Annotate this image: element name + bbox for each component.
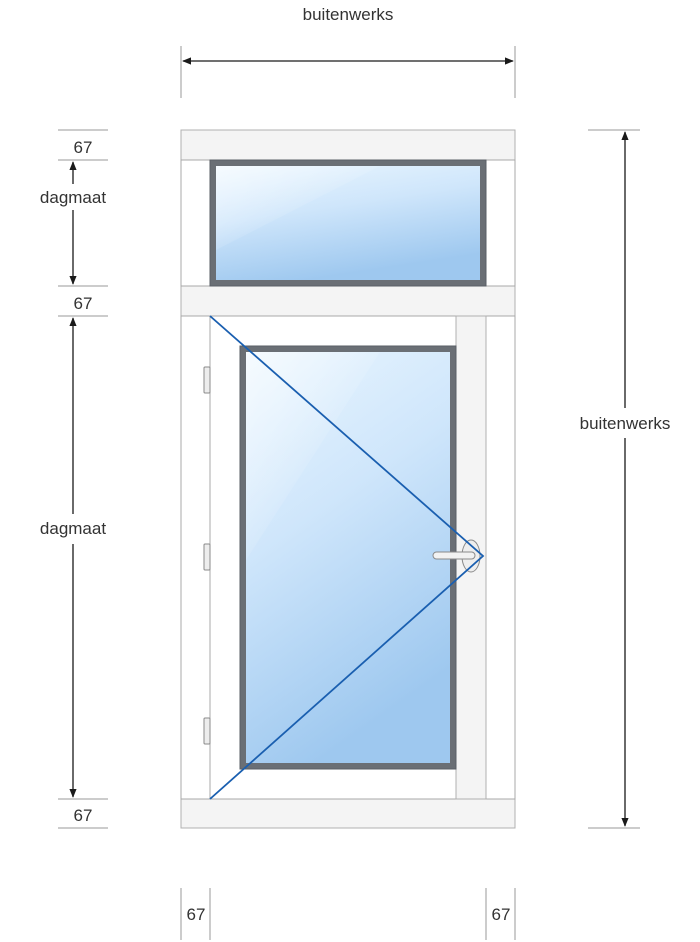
dimension-left-heights: 67 dagmaat 67 dagmaat 67: [26, 129, 122, 829]
top-daylight-label: dagmaat: [40, 188, 106, 207]
door-daylight-label-backdrop: [26, 514, 122, 542]
top-daylight-label-backdrop: [26, 184, 122, 210]
hinge-icon-top: [203, 366, 211, 394]
overall-height-label: buitenwerks: [580, 414, 671, 433]
handle-lever: [432, 551, 476, 560]
top-glass-reflection: [216, 166, 380, 250]
opening-direction-indicator: [209, 315, 485, 800]
transom-bar: [180, 285, 516, 317]
door-sash: [203, 315, 487, 800]
dimension-bottom-widths: 67 67: [180, 888, 516, 940]
right-stile: [485, 315, 516, 800]
transom-label: 67: [74, 294, 93, 313]
top-frame-label: 67: [74, 138, 93, 157]
left-frame-label: 67: [187, 905, 206, 924]
door-handle-icon: [432, 539, 481, 573]
bottom-rail: [180, 798, 516, 829]
dimension-overall-height: buitenwerks: [565, 129, 685, 829]
top-light-right-stile: [485, 159, 516, 287]
top-rail: [180, 129, 516, 161]
door-glass-reflection: [246, 352, 380, 560]
door-daylight-label: dagmaat: [40, 519, 106, 538]
bottom-frame-label: 67: [74, 806, 93, 825]
dimension-overall-width: buitenwerks: [180, 5, 516, 98]
right-frame-label: 67: [492, 905, 511, 924]
top-light-pane: [209, 159, 487, 287]
hinge-icon-middle: [203, 543, 211, 571]
height-label-backdrop: [565, 408, 685, 438]
hinge-icon-bottom: [203, 717, 211, 745]
overall-width-label: buitenwerks: [303, 5, 394, 24]
top-light-left-stile: [180, 159, 211, 287]
